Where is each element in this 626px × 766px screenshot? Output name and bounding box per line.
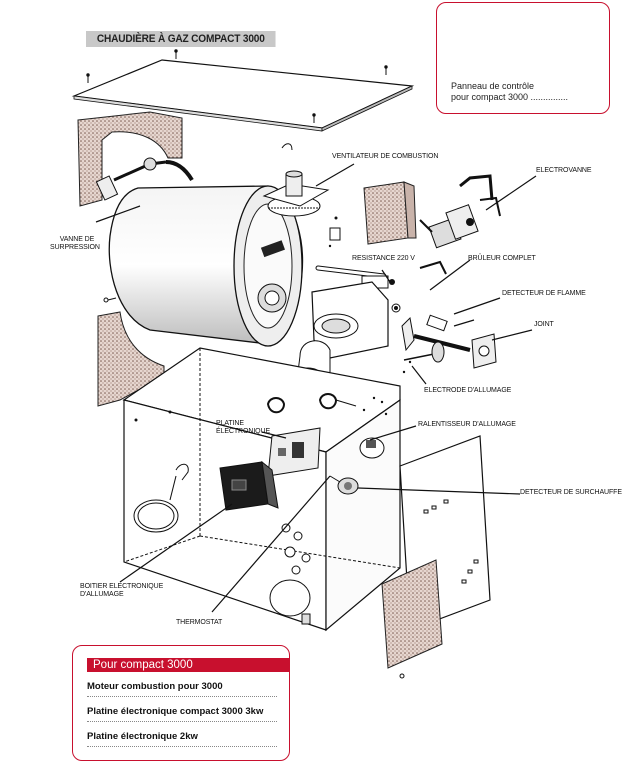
insulation-upper [77,111,183,207]
callout-surchauffe: DETECTEUR DE SURCHAUFFE [520,489,622,496]
electronic-board [266,393,357,477]
screws [328,244,412,416]
burner-parts [401,260,475,363]
callout-boitier-line1: BOITIER ELECTRONIQUE [80,583,164,590]
gasket [471,333,497,369]
boiler-drum [103,185,304,347]
callout-resistance: RESISTANCE 220 V [352,255,415,262]
burner-body [295,281,401,381]
gas-valve-assembly [419,174,501,249]
control-panel-caption-line1: Panneau de contrôle [451,81,535,91]
callout-ventilateur: VENTILATEUR DE COMBUSTION [332,153,439,160]
combustion-fan [262,143,330,217]
callout-bruleur: BRÛLEUR COMPLET [468,255,536,262]
part-divider [87,746,277,747]
small-bracket [329,216,341,241]
callout-platine-line1: PLATINE [216,420,244,427]
overheat-sensors [329,437,385,495]
control-panel-box: Panneau de contrôle pour compact 3000 ..… [436,2,610,114]
callout-thermostat: THERMOSTAT [176,619,223,626]
leader-lines [95,163,537,613]
ignition-box [219,460,279,511]
callout-vanne-line2: SURPRESSION [50,244,100,251]
callout-electrode: ELECTRODE D'ALLUMAGE [424,387,512,394]
control-panel-caption-line2: pour compact 3000 ............... [451,92,569,102]
parts-heading: Pour compact 3000 [87,658,289,672]
callout-platine-line2: ÉLECTRONIQUE [216,428,271,435]
part-item: Platine électronique 2kw [87,731,198,742]
control-panel-caption: Panneau de contrôle pour compact 3000 ..… [451,81,568,103]
callout-ralentisseur: RALENTISSEUR D'ALLUMAGE [418,421,516,428]
callout-detecteur-flamme: DETECTEUR DE FLAMME [502,290,586,297]
top-cover [71,49,415,132]
callout-vanne: VANNE DE SURPRESSION [50,236,100,252]
callout-joint: JOINT [534,321,554,328]
callout-electrovanne: ELECTROVANNE [536,167,592,174]
diagram-title: CHAUDIÈRE À GAZ COMPACT 3000 [86,31,276,47]
thermostat-probe [133,463,189,533]
parts-box: Pour compact 3000 Moteur combustion pour… [72,645,290,761]
pressure-valve [95,157,194,201]
side-panel [381,435,491,679]
callout-platine: PLATINE ÉLECTRONIQUE [216,420,270,436]
part-divider [87,696,277,697]
part-item: Moteur combustion pour 3000 [87,681,223,692]
filter-block [363,181,417,245]
callout-vanne-line1: VANNE DE [59,236,95,243]
part-item: Platine électronique compact 3000 3kw [87,706,264,717]
callout-boitier-line2: D'ALLUMAGE [80,591,124,598]
part-divider [87,721,277,722]
callout-boitier: BOITIER ELECTRONIQUE D'ALLUMAGE [80,583,163,599]
